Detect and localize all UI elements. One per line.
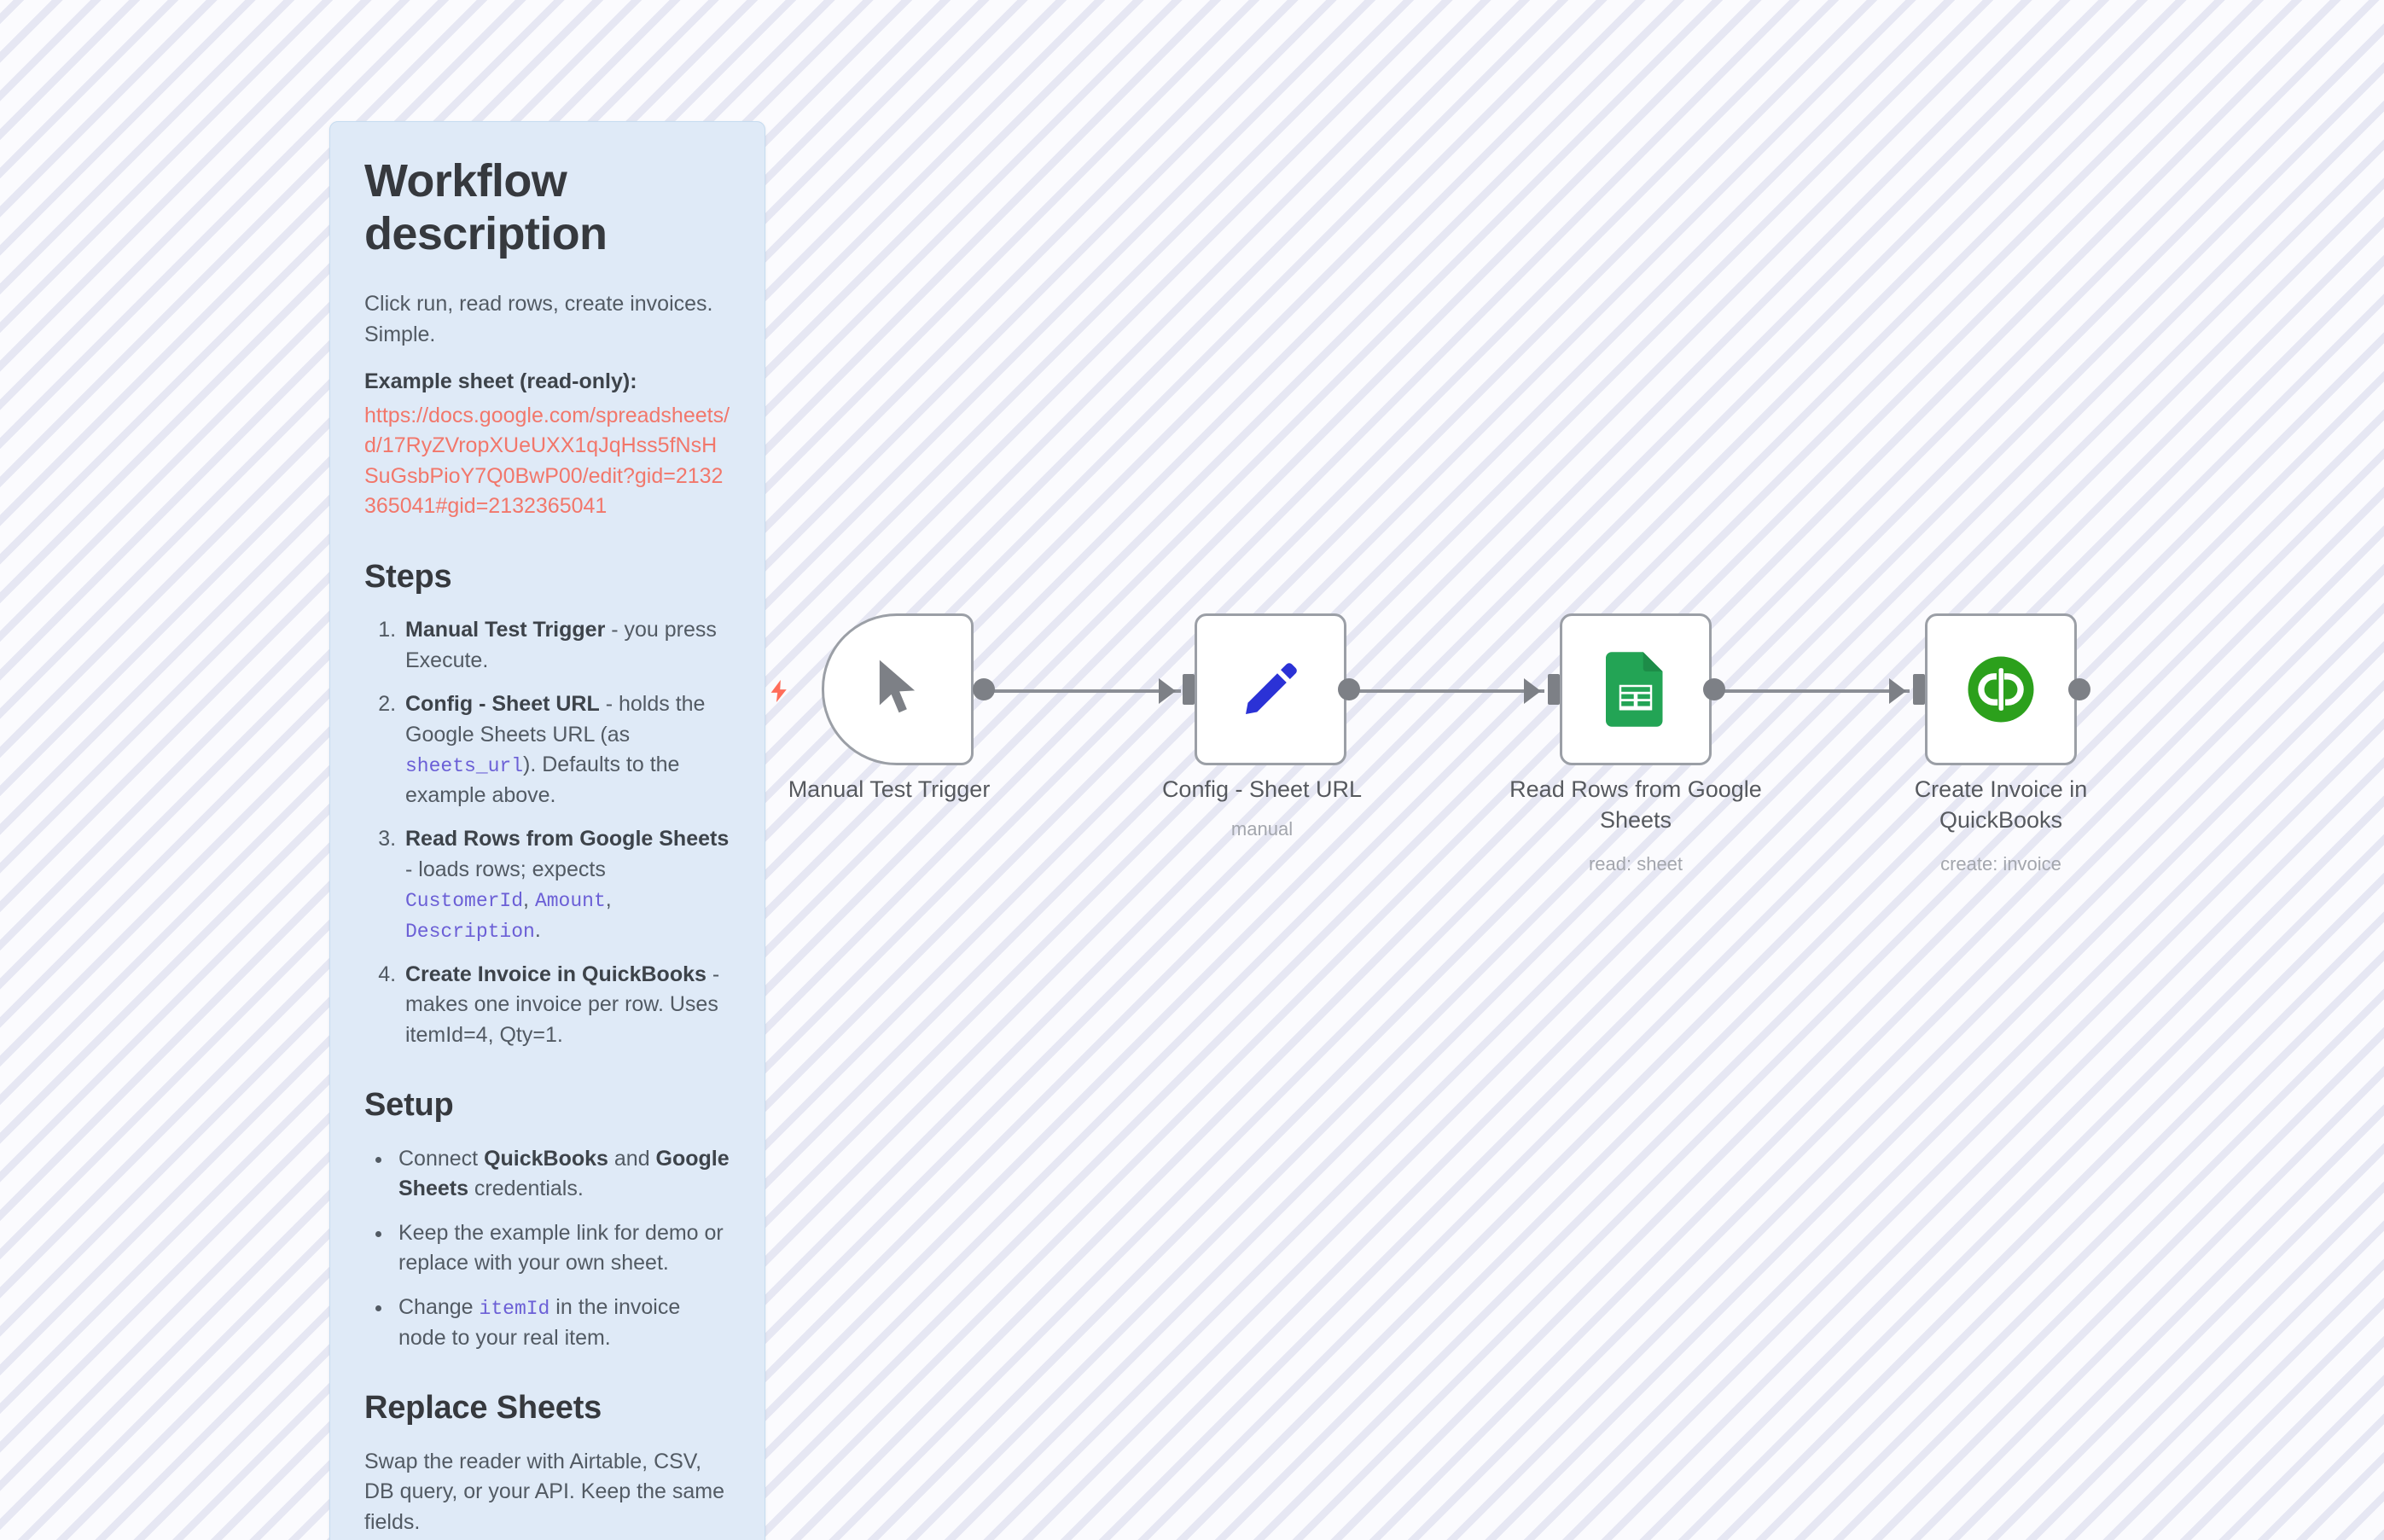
node-config-sheet-url[interactable] xyxy=(1195,613,1346,765)
node-output-endpoint-read-rows[interactable] xyxy=(1703,678,1725,700)
node-input-endpoint-read-rows[interactable] xyxy=(1548,674,1560,705)
example-sheet-label: Example sheet (read-only): xyxy=(364,369,637,394)
code-amount: Amount xyxy=(534,890,606,913)
replace-sheets-heading: Replace Sheets xyxy=(364,1390,602,1426)
lightning-bolt-icon xyxy=(766,677,792,706)
setup-heading: Setup xyxy=(364,1087,454,1124)
cursor-pointer-icon xyxy=(869,658,926,721)
node-output-endpoint-config-sheet-url[interactable] xyxy=(1338,678,1360,700)
node-label-create-invoice-in-quickbooks: Create Invoice in QuickBooks xyxy=(1914,776,2088,833)
code-customerid: CustomerId xyxy=(405,890,524,913)
sticky-note-workflow-description[interactable]: Workflow description Click run, read row… xyxy=(329,121,765,1540)
step-item: Create Invoice in QuickBooks - makes one… xyxy=(402,960,730,1051)
connector-sheets-to-quickbooks[interactable] xyxy=(1715,689,1910,693)
connector-config-to-sheets[interactable] xyxy=(1350,689,1544,693)
node-output-endpoint-create-invoice[interactable] xyxy=(2068,678,2090,700)
code-description: Description xyxy=(405,921,535,944)
node-create-invoice-in-quickbooks[interactable] xyxy=(1925,613,2077,765)
example-sheet-link[interactable]: https://docs.google.com/spreadsheets/d/1… xyxy=(364,403,730,519)
node-read-rows-from-google-sheets[interactable] xyxy=(1560,613,1712,765)
setup-item: Connect QuickBooks and Google Sheets cre… xyxy=(393,1144,730,1205)
connector-trigger-to-config[interactable] xyxy=(983,689,1181,693)
replace-sheets-text: Swap the reader with Airtable, CSV, DB q… xyxy=(364,1449,724,1534)
node-output-endpoint-manual-test-trigger[interactable] xyxy=(973,678,995,700)
google-sheets-icon xyxy=(1606,652,1666,727)
node-label-config-sheet-url: Config - Sheet URL xyxy=(1161,776,1363,802)
setup-item: Keep the example link for demo or replac… xyxy=(393,1218,730,1279)
step-item: Manual Test Trigger - you press Execute. xyxy=(402,615,730,676)
pencil-icon xyxy=(1239,658,1302,721)
code-sheets-url: sheets_url xyxy=(405,755,524,778)
setup-item: Change itemId in the invoice node to you… xyxy=(393,1293,730,1353)
node-sublabel-read-rows-from-google-sheets: read: sheet xyxy=(1588,853,1683,875)
steps-heading: Steps xyxy=(364,558,452,595)
node-manual-test-trigger[interactable] xyxy=(822,613,974,765)
sticky-note-intro: Click run, read rows, create invoices. S… xyxy=(364,292,713,346)
quickbooks-icon xyxy=(1965,654,2037,725)
setup-list: Connect QuickBooks and Google Sheets cre… xyxy=(364,1144,730,1353)
sticky-note-title: Workflow description xyxy=(364,155,608,260)
node-input-endpoint-config-sheet-url[interactable] xyxy=(1183,674,1195,705)
node-label-read-rows-from-google-sheets: Read Rows from Google Sheets xyxy=(1509,776,1762,833)
node-sublabel-create-invoice-in-quickbooks: create: invoice xyxy=(1940,853,2061,875)
node-input-endpoint-create-invoice[interactable] xyxy=(1913,674,1925,705)
step-item: Read Rows from Google Sheets - loads row… xyxy=(402,824,730,945)
node-sublabel-config-sheet-url: manual xyxy=(1230,818,1294,840)
steps-list: Manual Test Trigger - you press Execute.… xyxy=(364,615,730,1050)
step-item: Config - Sheet URL - holds the Google Sh… xyxy=(402,689,730,811)
code-itemid: itemId xyxy=(479,1297,550,1320)
node-label-manual-test-trigger: Manual Test Trigger xyxy=(788,776,991,802)
